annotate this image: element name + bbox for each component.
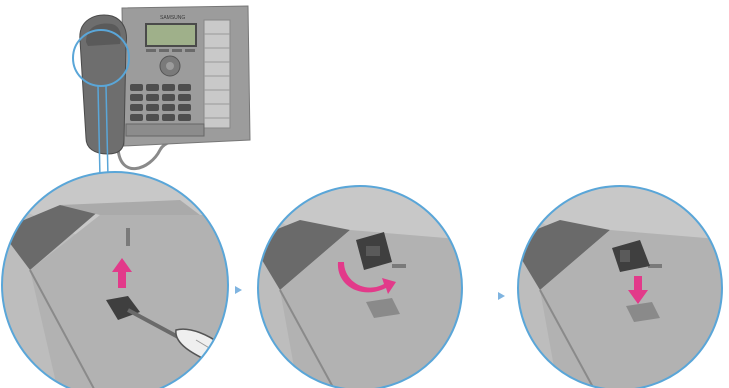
phone-display bbox=[145, 23, 197, 47]
handset-edge bbox=[258, 220, 350, 290]
programmable-key-panel bbox=[203, 19, 231, 129]
step-2-circle-frame bbox=[257, 185, 463, 388]
hookswitch-tab bbox=[612, 240, 650, 272]
phone-illustration: SAMSUNG bbox=[79, 5, 251, 170]
step-1-detail bbox=[1, 171, 229, 388]
phone-brand-label: SAMSUNG bbox=[160, 15, 185, 21]
tab-socket bbox=[626, 302, 660, 322]
up-arrow-icon bbox=[112, 258, 132, 288]
step-1-circle-frame bbox=[1, 171, 229, 388]
callout-leader-line-left bbox=[97, 85, 101, 179]
handset bbox=[79, 14, 127, 155]
step-2-detail bbox=[257, 185, 463, 388]
down-arrow-icon bbox=[628, 276, 648, 304]
dial-keypad bbox=[130, 84, 191, 121]
rotate-arrow-icon bbox=[337, 262, 396, 294]
step-3-circle-frame bbox=[517, 185, 723, 388]
function-keys-strip bbox=[125, 123, 205, 137]
arrow-right-icon bbox=[235, 286, 242, 294]
callout-leader-line-right bbox=[105, 85, 109, 179]
handset-edge bbox=[2, 205, 100, 270]
tab-socket bbox=[366, 298, 400, 318]
hookswitch-callout-circle bbox=[72, 29, 130, 87]
step-3-detail bbox=[517, 185, 723, 388]
handset-edge bbox=[518, 220, 610, 290]
screwdriver-shaft bbox=[127, 308, 181, 340]
arrow-right-icon bbox=[498, 292, 505, 300]
soft-keys bbox=[146, 49, 195, 52]
